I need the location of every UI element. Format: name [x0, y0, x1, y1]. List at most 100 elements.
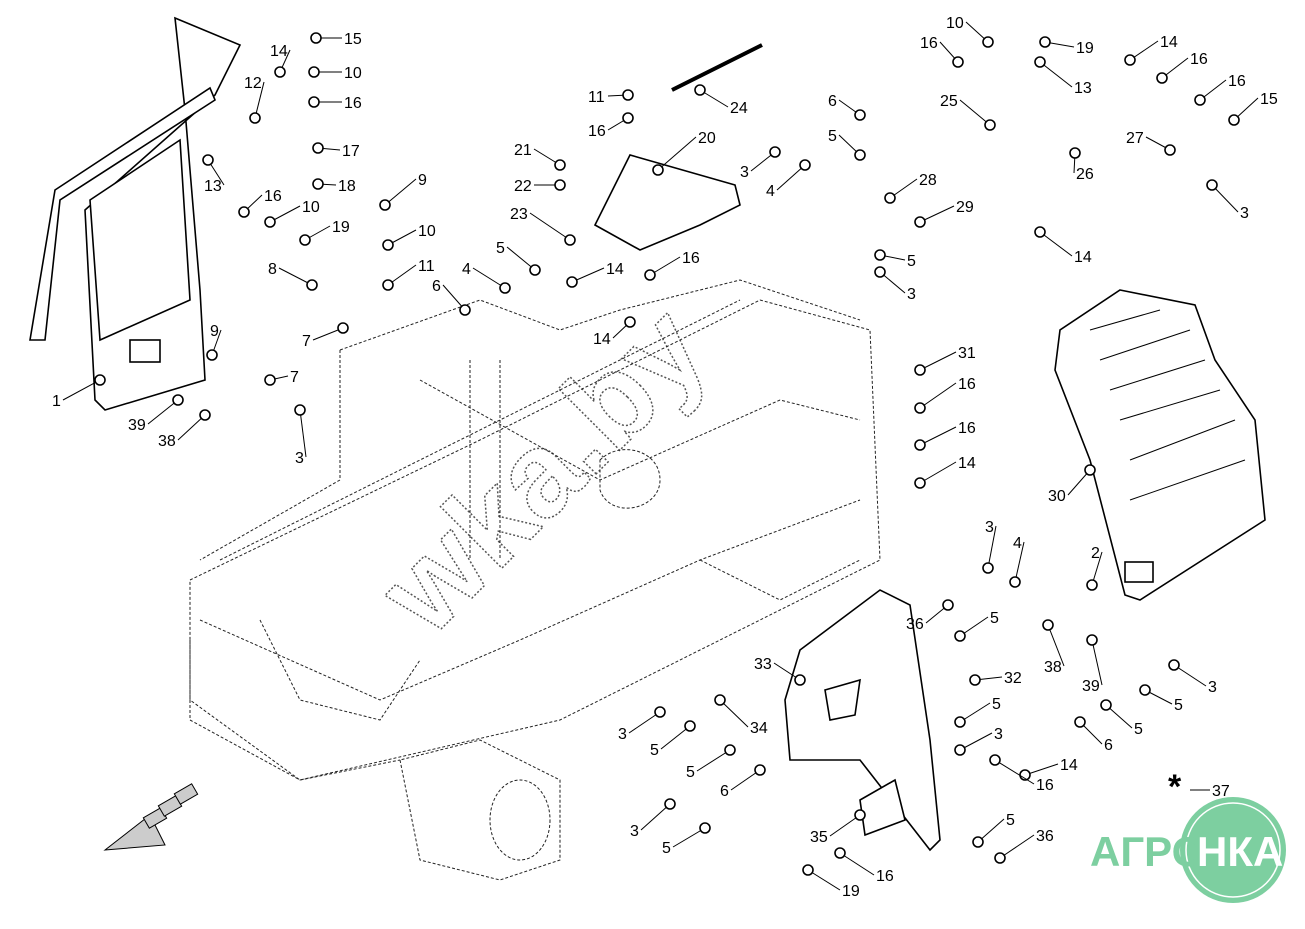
leader-line — [649, 256, 681, 276]
fastener-icon — [954, 716, 966, 728]
callout-13: 13 — [1074, 80, 1092, 97]
fastener-icon — [499, 282, 511, 294]
fastener-icon — [854, 109, 866, 121]
fastener-icon — [264, 374, 276, 386]
callout-15: 15 — [1260, 91, 1278, 108]
callout-1: 1 — [52, 393, 61, 410]
fastener-icon — [1069, 147, 1081, 159]
fastener-icon — [312, 142, 324, 154]
callout-32: 32 — [1004, 670, 1022, 687]
fastener-icon — [308, 96, 320, 108]
fastener-icon — [299, 234, 311, 246]
fastener-icon — [1206, 179, 1218, 191]
leader-line — [919, 382, 957, 409]
fastener-icon — [854, 809, 866, 821]
leader-line — [994, 759, 1035, 785]
leader-line — [660, 725, 691, 750]
fastener-icon — [1086, 634, 1098, 646]
callout-30: 30 — [1048, 488, 1066, 505]
callout-5: 5 — [907, 253, 916, 270]
leader-lines — [62, 21, 1259, 891]
fastener-icon — [654, 706, 666, 718]
callout-5: 5 — [496, 240, 505, 257]
leader-line — [672, 827, 706, 848]
fastener-icon — [699, 822, 711, 834]
fastener-icon — [972, 836, 984, 848]
fastener-icon — [294, 404, 306, 416]
callout-35: 35 — [810, 829, 828, 846]
callout-17: 17 — [342, 143, 360, 160]
fastener-icon — [1039, 36, 1051, 48]
callout-16: 16 — [264, 188, 282, 205]
callout-37: 37 — [1212, 783, 1230, 800]
callout-5: 5 — [992, 696, 1001, 713]
leader-line — [1014, 541, 1025, 583]
fastener-icon — [1034, 226, 1046, 238]
fastener-icon — [724, 744, 736, 756]
callout-12: 12 — [244, 75, 262, 92]
fastener-icon — [529, 264, 541, 276]
fastener-icon — [624, 316, 636, 328]
callout-3: 3 — [1208, 679, 1217, 696]
direction-arrow-icon — [103, 783, 199, 851]
fastener-icon — [1086, 579, 1098, 591]
callout-10: 10 — [946, 15, 964, 32]
leader-line — [987, 525, 997, 569]
leader-line — [278, 267, 313, 286]
fastener-icon — [694, 84, 706, 96]
agronka-logo: АГРО НКА — [1090, 797, 1286, 903]
leader-line — [640, 803, 671, 831]
fastener-icon — [914, 477, 926, 489]
fastener-icon — [644, 269, 656, 281]
callout-36: 36 — [906, 616, 924, 633]
fastener-icon — [274, 66, 286, 78]
callout-31: 31 — [958, 345, 976, 362]
callout-4: 4 — [462, 261, 471, 278]
fastener-icon — [1034, 56, 1046, 68]
callout-6: 6 — [432, 278, 441, 295]
callout-5: 5 — [990, 610, 999, 627]
leader-line — [839, 852, 875, 876]
fastener-icon — [769, 146, 781, 158]
fastener-icon — [238, 206, 250, 218]
callout-16: 16 — [958, 420, 976, 437]
callout-14: 14 — [606, 261, 624, 278]
callout-11: 11 — [588, 89, 605, 106]
plate-part-20 — [593, 154, 741, 251]
fastener-icon — [1168, 659, 1180, 671]
callout-28: 28 — [919, 172, 937, 189]
callout-25: 25 — [940, 93, 958, 110]
callout-19: 19 — [842, 883, 860, 900]
callout-9: 9 — [418, 172, 427, 189]
leader-line — [776, 164, 806, 191]
callout-16: 16 — [958, 376, 976, 393]
fastener-icon — [714, 694, 726, 706]
leader-line — [829, 814, 861, 837]
callout-6: 6 — [720, 783, 729, 800]
callout-10: 10 — [418, 223, 436, 240]
leader-line — [62, 379, 101, 401]
fastener-icon — [554, 159, 566, 171]
leader-line — [529, 212, 571, 241]
leader-line — [919, 205, 955, 223]
callout-5: 5 — [650, 742, 659, 759]
fastener-icon — [308, 66, 320, 78]
fastener-icon — [1100, 699, 1112, 711]
callout-14: 14 — [593, 331, 611, 348]
fastener-icon — [942, 599, 954, 611]
leader-line — [657, 136, 697, 171]
leader-line — [959, 732, 993, 751]
svg-text:НКА: НКА — [1197, 828, 1283, 875]
fastener-icon — [969, 674, 981, 686]
callout-7: 7 — [302, 333, 311, 350]
leader-line — [919, 426, 957, 446]
leader-line — [999, 834, 1035, 859]
leader-line — [1173, 664, 1207, 687]
fastener-icon — [914, 364, 926, 376]
callout-5: 5 — [828, 128, 837, 145]
leader-line — [506, 246, 536, 271]
fastener-icon — [914, 216, 926, 228]
leader-line — [807, 869, 841, 891]
fastener-icon — [834, 847, 846, 859]
